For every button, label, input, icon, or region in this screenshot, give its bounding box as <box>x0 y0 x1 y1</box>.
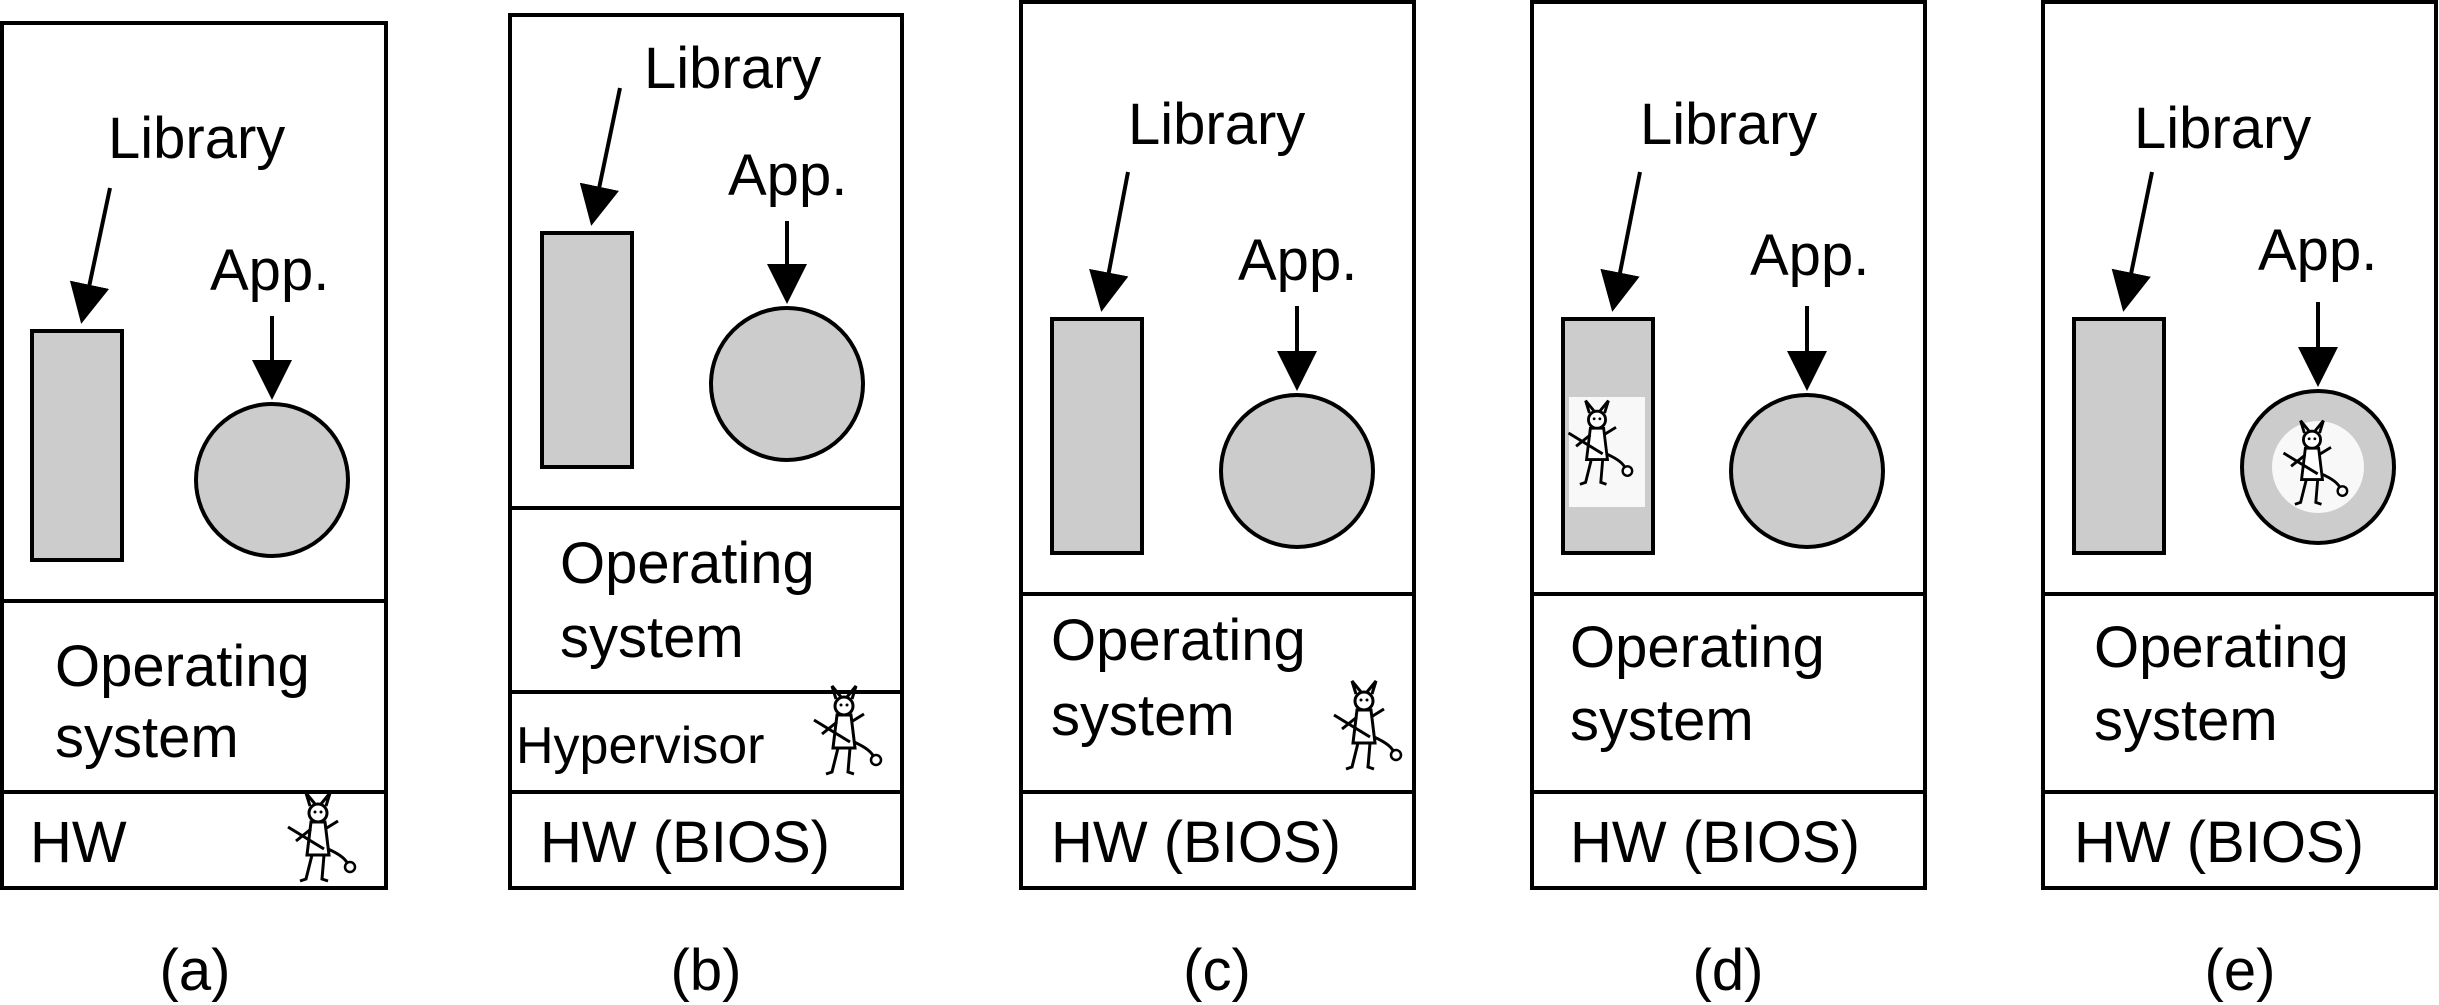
panel-d-hw-label: HW (BIOS) <box>1570 810 1860 875</box>
panel-e: Library App. Operating system HW (BIOS) … <box>2041 0 2438 1003</box>
panel-a: Library App. Operating system HW (a) <box>0 21 388 1003</box>
devil-icon <box>812 684 883 776</box>
panel-d-library-arrow <box>1600 171 1642 312</box>
panel-d-os-line1: Operating <box>1570 615 1825 680</box>
panel-b-app-label: App. <box>728 143 847 208</box>
panel-c-frame <box>1019 0 1416 890</box>
panel-c-library-arrow <box>1089 171 1130 312</box>
panel-a-frame <box>0 21 388 890</box>
panel-a-library-box <box>30 329 124 562</box>
panel-b-library-box <box>540 231 634 469</box>
panel-a-app-circle <box>194 402 350 558</box>
panel-c-app-circle <box>1219 393 1375 549</box>
panel-c-os-line2: system <box>1051 683 1235 748</box>
panel-c-caption: (c) <box>1183 938 1251 1003</box>
panel-e-caption: (e) <box>2205 938 2276 1003</box>
panel-b-frame <box>508 13 904 890</box>
panel-d-library-label: Library <box>1640 92 1817 157</box>
panel-e-os-line2: system <box>2094 688 2278 753</box>
panel-e-frame <box>2041 0 2438 890</box>
panel-e-library-box <box>2072 317 2166 555</box>
panel-c-app-label: App. <box>1238 228 1357 293</box>
panel-d-app-label: App. <box>1750 223 1869 288</box>
panel-c-hw-label: HW (BIOS) <box>1051 810 1341 875</box>
panel-a-os-line2: system <box>55 705 239 770</box>
panel-d-os-line2: system <box>1570 688 1754 753</box>
panel-b-library-arrow <box>579 87 622 226</box>
panel-a-os-line1: Operating <box>55 634 310 699</box>
panel-b-app-circle <box>709 306 865 462</box>
panel-c-library-box <box>1050 317 1144 555</box>
panel-b-os-line1: Operating <box>560 531 815 596</box>
panel-b: Library App. Operating system Hypervisor… <box>508 13 904 1003</box>
panel-e-app-label: App. <box>2258 218 2377 283</box>
panel-e-hw-label: HW (BIOS) <box>2074 810 2364 875</box>
panel-a-library-label: Library <box>108 106 285 171</box>
devil-icon <box>286 791 357 883</box>
panel-a-app-label: App. <box>210 238 329 303</box>
panel-d-frame <box>1530 0 1927 890</box>
panel-e-library-arrow <box>2111 171 2154 312</box>
panel-b-hw-label: HW (BIOS) <box>540 810 830 875</box>
panel-e-os-line1: Operating <box>2094 615 2349 680</box>
devil-icon <box>1332 679 1403 771</box>
panel-b-os-line2: system <box>560 605 744 670</box>
panel-c-library-label: Library <box>1128 92 1305 157</box>
panel-a-hw-label: HW <box>30 810 127 875</box>
panel-b-caption: (b) <box>671 938 742 1003</box>
panel-e-library-label: Library <box>2134 96 2311 161</box>
panel-c-os-line1: Operating <box>1051 608 1306 673</box>
panel-d-caption: (d) <box>1693 938 1764 1003</box>
panel-d-app-circle <box>1729 393 1885 549</box>
panel-b-library-label: Library <box>644 36 821 101</box>
panel-d: Library App. Operating system HW (BIOS) … <box>1530 0 1927 1003</box>
panel-a-library-arrow <box>69 187 112 324</box>
panel-c: Library App. Operating system HW (BIOS) … <box>1019 0 1416 1003</box>
panel-a-caption: (a) <box>160 938 231 1003</box>
panel-b-hypervisor-label: Hypervisor <box>516 717 765 775</box>
